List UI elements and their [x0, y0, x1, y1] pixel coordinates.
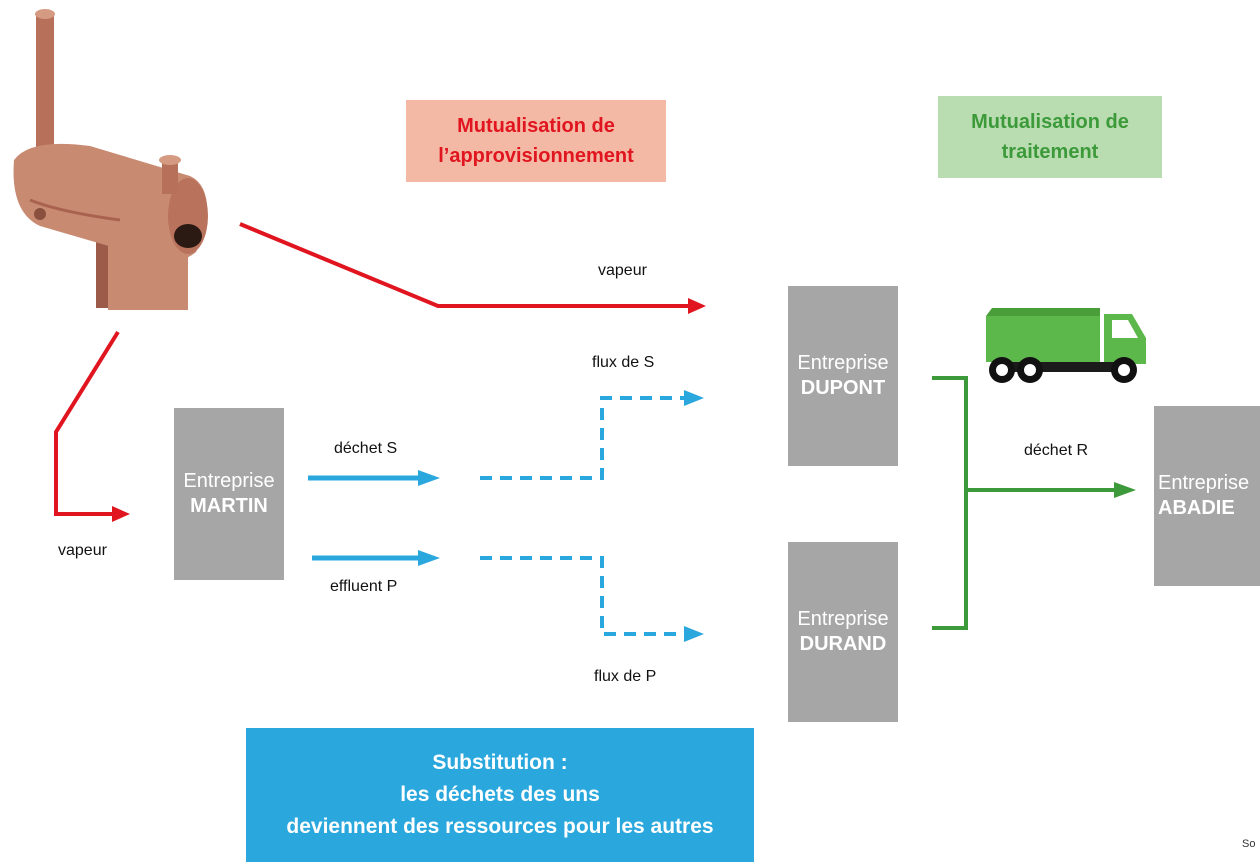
flow-label-flux-p: flux de P: [594, 668, 657, 685]
treatment-banner-line-2: traitement: [1001, 141, 1099, 163]
steam-line-left: [54, 330, 120, 516]
boiler-icon: [13, 9, 208, 310]
substitution-banner-line-2: les déchets des uns: [400, 783, 600, 806]
company-durand-name: DURAND: [799, 633, 887, 655]
company-durand-type: Entreprise: [797, 608, 889, 630]
steam-line-top: [239, 222, 700, 308]
flux-p-line: [480, 556, 688, 636]
treatment-banner-line-1: Mutualisation de: [971, 111, 1129, 133]
company-dupont: Entreprise DUPONT: [788, 286, 898, 466]
source-note: So: [1242, 838, 1256, 850]
flow-label-vapeur-left: vapeur: [58, 542, 107, 559]
company-abadie: Entreprise ABADIE: [1154, 406, 1260, 586]
company-dupont-type: Entreprise: [797, 352, 889, 374]
treatment-pooling-banner: Mutualisation de traitement: [938, 96, 1162, 178]
company-abadie-type: Entreprise: [1158, 472, 1250, 494]
company-durand: Entreprise DURAND: [788, 542, 898, 722]
supply-banner-line-2: l’approvisionnement: [438, 145, 634, 167]
flow-label-vapeur-top: vapeur: [598, 262, 647, 279]
truck-icon: [986, 308, 1146, 383]
flow-label-flux-s: flux de S: [592, 354, 655, 371]
company-martin-name: MARTIN: [190, 495, 268, 517]
company-martin-type: Entreprise: [183, 470, 275, 492]
company-dupont-name: DUPONT: [800, 377, 886, 399]
company-martin: Entreprise MARTIN: [174, 408, 284, 580]
flow-label-effluent-p: effluent P: [330, 578, 398, 595]
supply-banner-line-1: Mutualisation de: [457, 115, 615, 137]
substitution-banner: Substitution : les déchets des uns devie…: [246, 728, 754, 862]
company-abadie-name: ABADIE: [1158, 497, 1235, 519]
flow-label-dechet-s: déchet S: [334, 440, 398, 457]
substitution-banner-line-1: Substitution :: [432, 751, 568, 774]
flow-label-dechet-r: déchet R: [1024, 442, 1089, 459]
supply-pooling-banner: Mutualisation de l’approvisionnement: [406, 100, 666, 182]
substitution-banner-line-3: deviennent des ressources pour les autre…: [286, 815, 714, 838]
flux-s-line: [480, 396, 688, 480]
treatment-bracket: [932, 376, 968, 630]
